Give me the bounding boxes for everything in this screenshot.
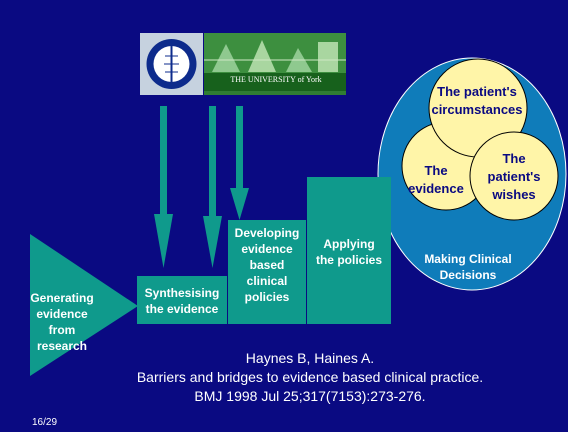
circle-label-line: circumstances [431, 102, 523, 117]
arrow-2 [203, 106, 222, 268]
cochrane-logo-icon [140, 33, 203, 95]
stage-label-line: from [48, 323, 76, 337]
circle-label-line: The patient's [437, 84, 517, 99]
decision-label: Making Clinical Decisions [412, 251, 524, 283]
decision-label-line: Decisions [439, 268, 497, 282]
stage-label-line: the evidence [145, 302, 219, 316]
circle-label-evidence: The evidence [404, 162, 468, 198]
stage-label-line: the policies [315, 253, 383, 267]
stage-label-line: Applying [323, 237, 375, 251]
stage-label-line: based [249, 258, 285, 272]
stage-label-line: research [36, 339, 88, 353]
circle-label-wishes: The patient's wishes [474, 150, 554, 204]
york-logo-icon [204, 33, 346, 95]
stage-label-line: evidence [241, 242, 293, 256]
circle-label-circumstances: The patient's circumstances [418, 83, 536, 119]
stage-label-developing: Developing evidence based clinical polic… [228, 225, 306, 305]
arrow-1 [154, 106, 173, 268]
stage-label-line: Synthesising [144, 286, 220, 300]
page-number: 16/29 [32, 417, 58, 428]
stage-block-developing [228, 220, 306, 324]
circle-wishes [469, 131, 559, 221]
circle-label-line: evidence [408, 181, 464, 196]
stage-label-applying: Applying the policies [307, 236, 391, 268]
circle-label-line: The [424, 163, 448, 178]
stage-triangle [30, 234, 138, 376]
stage-label-synthesising: Synthesising the evidence [137, 285, 227, 317]
citation-authors: Haynes B, Haines A. [245, 350, 375, 366]
circle-label-line: patient's [487, 169, 541, 184]
york-logo-text: THE UNIVERSITY of York [230, 75, 322, 84]
stage-block-synthesising [137, 276, 227, 324]
circle-label-line: The [502, 151, 526, 166]
stage-label-line: policies [244, 290, 290, 304]
stage-label-line: evidence [36, 307, 88, 321]
stage-label-line: Generating [30, 291, 94, 305]
stage-label-generating: Generating evidence from research [30, 290, 94, 354]
stage-label-line: Developing [234, 226, 300, 240]
circle-label-line: wishes [492, 187, 536, 202]
arrow-3 [230, 106, 249, 220]
citation-title: Barriers and bridges to evidence based c… [136, 369, 484, 385]
decision-label-line: Making Clinical [424, 252, 512, 266]
stage-label-line: clinical [246, 274, 288, 288]
citation: Haynes B, Haines A. Barriers and bridges… [100, 349, 520, 406]
citation-source: BMJ 1998 Jul 25;317(7153):273-276. [194, 388, 426, 404]
stage-block-applying [307, 177, 391, 324]
